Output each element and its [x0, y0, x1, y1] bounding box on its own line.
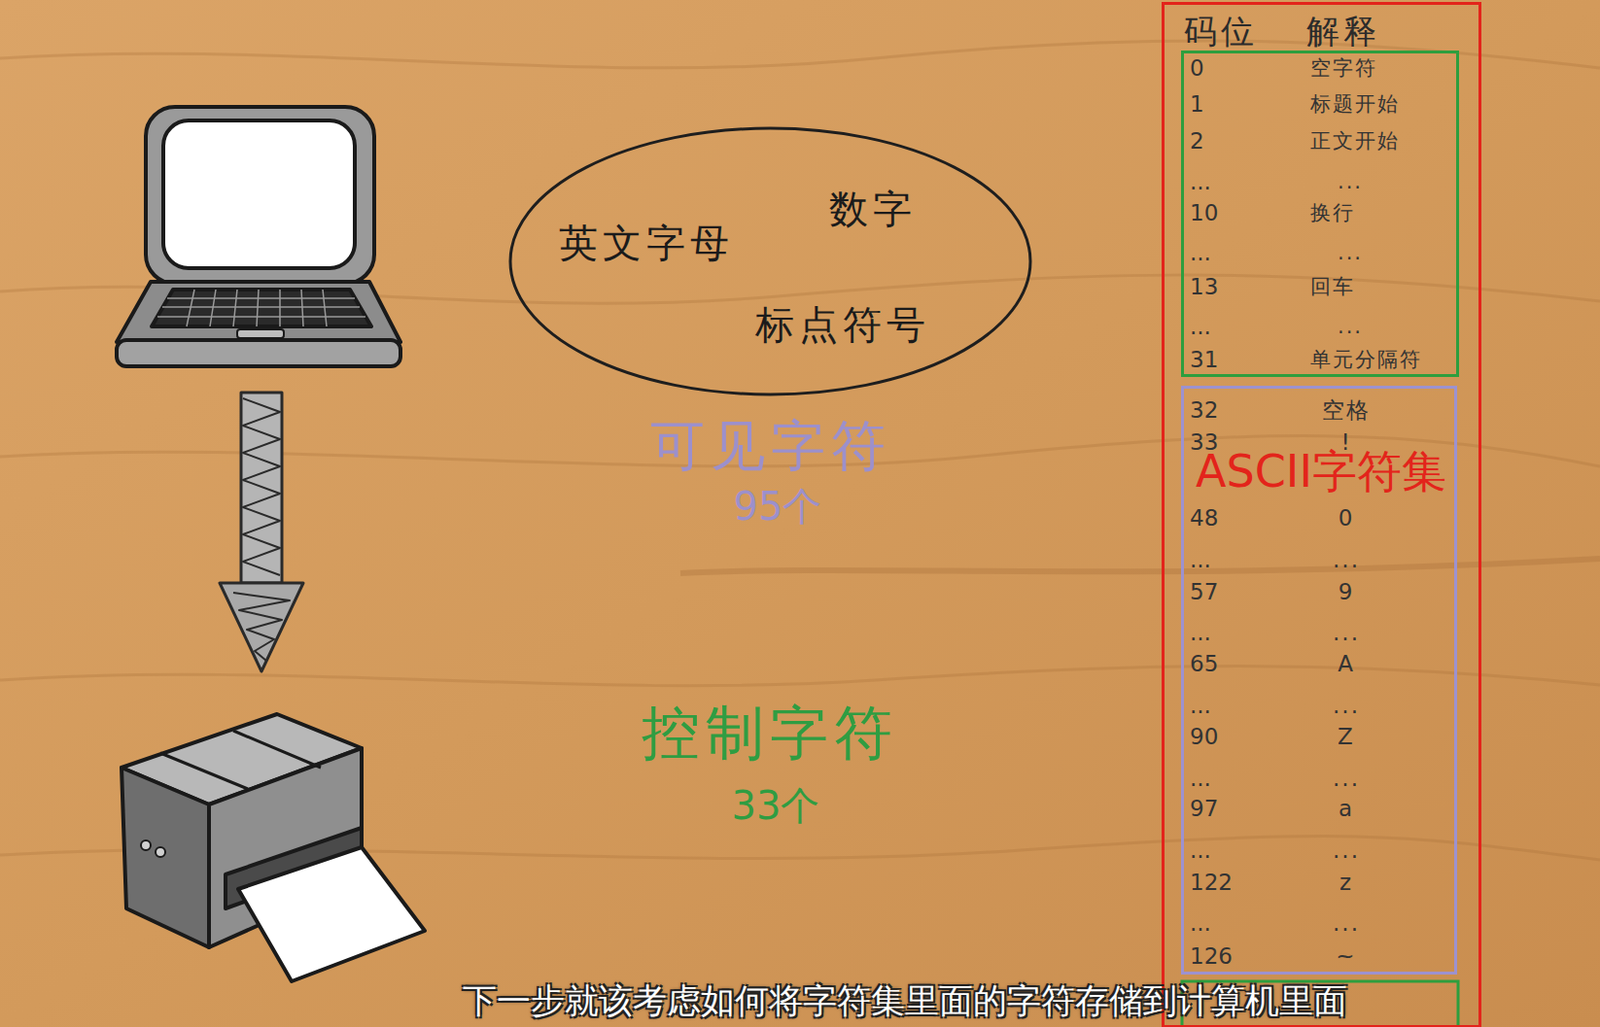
table-cell: A	[1337, 653, 1356, 676]
laptop-screen	[163, 120, 355, 269]
laptop-icon	[116, 106, 401, 367]
table-cell: ~	[1335, 945, 1357, 969]
printer-button	[140, 840, 151, 851]
table-cell: ...	[1189, 549, 1212, 572]
table-cell: 1	[1189, 93, 1205, 116]
laptop-keys	[157, 289, 366, 327]
arrow-head-hatch	[233, 592, 290, 661]
grain-line	[0, 666, 1600, 687]
table-cell: 57	[1189, 581, 1218, 604]
key-row	[162, 306, 360, 309]
wood-grain	[0, 40, 1600, 861]
category-heading: 可见字符	[650, 418, 892, 474]
down-arrow	[219, 392, 304, 672]
table-cell: 2	[1189, 130, 1205, 153]
arrow-shaft	[241, 392, 282, 584]
table-heading: ASCII字符集	[1195, 449, 1447, 494]
table-cell: 97	[1189, 798, 1218, 821]
subtitle: 下一步就该考虑如何将字符集里面的字符存储到计算机里面	[462, 984, 1348, 1019]
table-cell: 0	[1189, 57, 1205, 80]
ellipse-outline	[510, 128, 1031, 395]
table-cell: 单元分隔符	[1310, 349, 1423, 371]
table-heading: 码位	[1183, 14, 1258, 48]
table-cell: 换行	[1310, 203, 1356, 224]
table-cell: 0	[1338, 507, 1356, 530]
table-cell: 122	[1189, 871, 1233, 895]
table-cell: 回车	[1310, 277, 1356, 298]
category-text: 数字	[829, 189, 917, 229]
table-heading: 解释	[1306, 14, 1381, 48]
grain-line	[680, 558, 1600, 574]
category-text: 英文字母	[558, 223, 734, 263]
table-cell: ...	[1337, 243, 1363, 264]
table-cell: 10	[1189, 202, 1218, 225]
key-columns	[186, 289, 327, 327]
key-row	[167, 297, 355, 300]
table-cell: 空格	[1321, 399, 1371, 422]
table-cell: 9	[1338, 581, 1356, 604]
table-cell: 空字符	[1310, 58, 1378, 79]
table-cell: ...	[1332, 839, 1360, 863]
table-cell: ...	[1189, 622, 1212, 645]
charset-table-box: 0 空字符 1 标题开始 2 正文开始...... 10 换行...... 13 回车......…	[1161, 1, 1482, 1027]
category-text: 标点符号	[755, 305, 931, 345]
table-cell: ...	[1332, 912, 1360, 936]
table-cell: 65	[1189, 653, 1218, 676]
printer-paper	[238, 847, 425, 982]
laptop-lid	[145, 106, 375, 284]
table-cell: ...	[1337, 172, 1363, 193]
arrow-hatch	[243, 398, 280, 576]
table-cell: a	[1338, 798, 1355, 821]
table-cell: 48	[1189, 507, 1218, 530]
table-cell: ...	[1189, 912, 1212, 936]
printer-icon	[121, 714, 425, 982]
table-cell: ...	[1332, 767, 1360, 791]
table-cell: z	[1339, 871, 1354, 895]
table-cell: 标题开始	[1310, 94, 1400, 115]
table-cell: ...	[1189, 171, 1212, 194]
table-cell: ...	[1189, 839, 1212, 863]
table-cell: ...	[1189, 242, 1212, 265]
laptop-base	[116, 281, 401, 343]
category-heading: 控制字符	[641, 703, 899, 763]
table-cell: ...	[1189, 315, 1212, 339]
table-cell: ...	[1332, 549, 1360, 572]
control-chars-box: 0 空字符 1 标题开始 2 正文开始...... 10 换行...... 13 回车......…	[1181, 50, 1460, 378]
table-cell: ...	[1189, 695, 1212, 718]
category-ellipse: 英文字母 数字标点符号	[507, 125, 1034, 398]
table-cell: Z	[1337, 726, 1356, 749]
printer-button	[155, 847, 166, 858]
count-label: 33个	[731, 786, 821, 826]
table-cell: 126	[1189, 945, 1233, 969]
table-cell: ...	[1332, 622, 1360, 645]
printer-side	[121, 767, 209, 948]
table-cell: 31	[1189, 348, 1218, 372]
table-cell: ...	[1337, 316, 1363, 338]
printer-top-lines	[160, 730, 321, 790]
table-cell: ...	[1189, 767, 1212, 791]
laptop-touchpad	[237, 329, 284, 339]
count-label: 95个	[733, 486, 823, 526]
laptop-edge	[116, 340, 401, 367]
table-cell: ...	[1332, 695, 1360, 718]
table-cell: 13	[1189, 276, 1218, 299]
table-cell: 正文开始	[1310, 131, 1400, 152]
arrow-head	[219, 583, 304, 672]
table-cell: 32	[1189, 399, 1218, 422]
laptop-keyboard	[151, 289, 372, 327]
table-cell: 90	[1189, 726, 1218, 749]
